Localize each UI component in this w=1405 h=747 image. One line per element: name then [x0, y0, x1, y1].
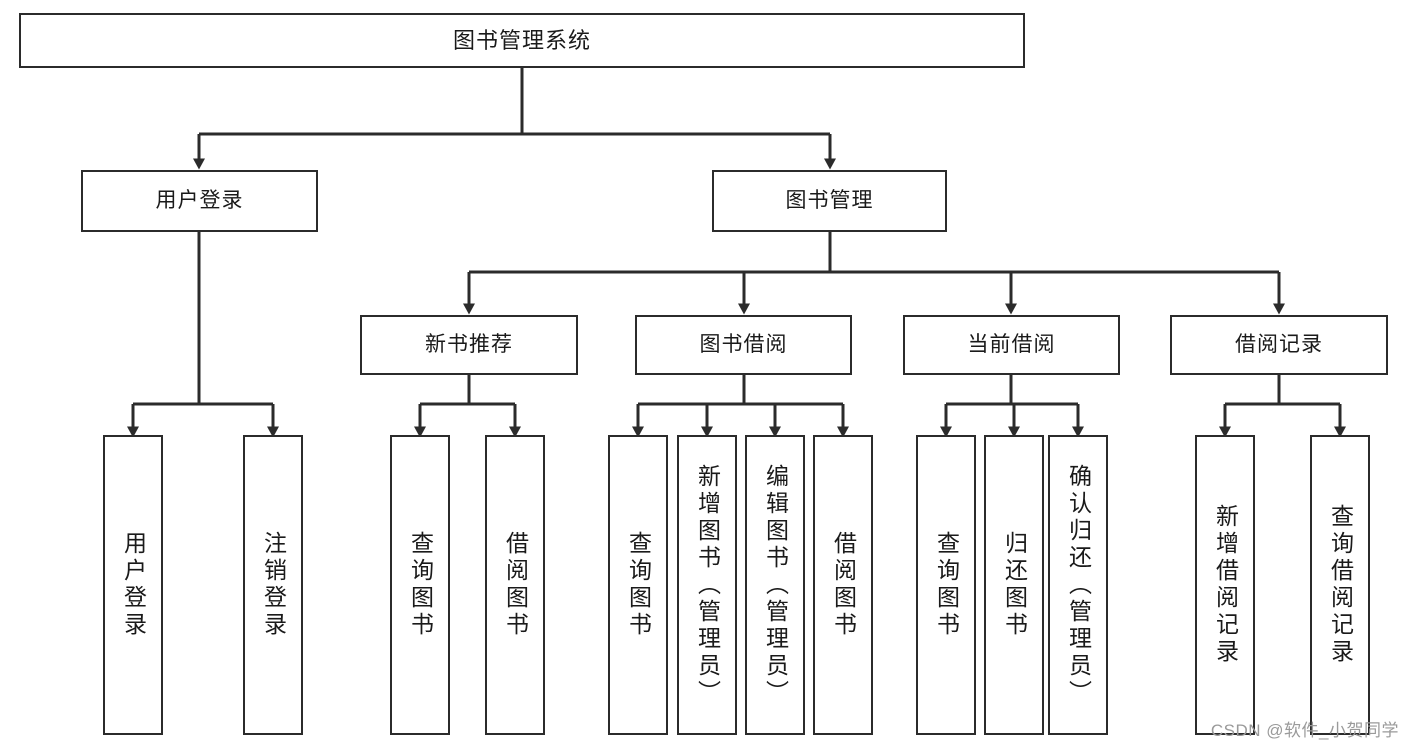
leaf-borrow-add-book[interactable]: 新增图书（管理员） [677, 435, 737, 735]
node-current-borrow[interactable]: 当前借阅 [903, 315, 1120, 375]
node-user-login[interactable]: 用户登录 [81, 170, 318, 232]
node-label: 编辑图书（管理员） [762, 463, 789, 707]
leaf-current-return-book[interactable]: 归还图书 [984, 435, 1044, 735]
node-label: 归还图书 [1001, 531, 1028, 639]
node-label: 查询图书 [625, 531, 652, 639]
leaf-borrow-query-book[interactable]: 查询图书 [608, 435, 668, 735]
node-new-book-recommend[interactable]: 新书推荐 [360, 315, 578, 375]
watermark-text: CSDN @软件_小贺同学 [1210, 721, 1399, 740]
node-label: 借阅记录 [1235, 332, 1323, 356]
node-label: 新增图书（管理员） [694, 463, 721, 707]
leaf-current-query-book[interactable]: 查询图书 [916, 435, 976, 735]
node-label: 查询图书 [407, 531, 434, 639]
node-label: 图书管理 [785, 188, 874, 212]
node-label: 新增借阅记录 [1212, 504, 1239, 666]
node-label: 当前借阅 [967, 332, 1056, 356]
node-label: 用户登录 [155, 188, 244, 212]
node-root-system[interactable]: 图书管理系统 [19, 13, 1025, 68]
node-label: 查询借阅记录 [1327, 504, 1354, 666]
node-book-management[interactable]: 图书管理 [712, 170, 947, 232]
leaf-user-login-logout[interactable]: 注销登录 [243, 435, 303, 735]
leaf-recommend-query-book[interactable]: 查询图书 [390, 435, 450, 735]
leaf-record-query-record[interactable]: 查询借阅记录 [1310, 435, 1370, 735]
node-label: 用户登录 [120, 531, 147, 639]
leaf-recommend-borrow-book[interactable]: 借阅图书 [485, 435, 545, 735]
node-label: 查询图书 [933, 531, 960, 639]
node-label: 图书借阅 [699, 332, 788, 356]
node-label: 图书管理系统 [452, 27, 591, 53]
leaf-record-add-record[interactable]: 新增借阅记录 [1195, 435, 1255, 735]
node-borrow-record[interactable]: 借阅记录 [1170, 315, 1388, 375]
node-label: 确认归还（管理员） [1065, 463, 1092, 707]
leaf-borrow-borrow-book[interactable]: 借阅图书 [813, 435, 873, 735]
node-label: 借阅图书 [502, 531, 529, 639]
node-label: 新书推荐 [425, 332, 513, 356]
leaf-user-login-signin[interactable]: 用户登录 [103, 435, 163, 735]
node-book-borrow[interactable]: 图书借阅 [635, 315, 852, 375]
leaf-borrow-edit-book[interactable]: 编辑图书（管理员） [745, 435, 805, 735]
node-label: 注销登录 [260, 531, 287, 639]
leaf-current-confirm-return[interactable]: 确认归还（管理员） [1048, 435, 1108, 735]
node-label: 借阅图书 [830, 531, 857, 639]
